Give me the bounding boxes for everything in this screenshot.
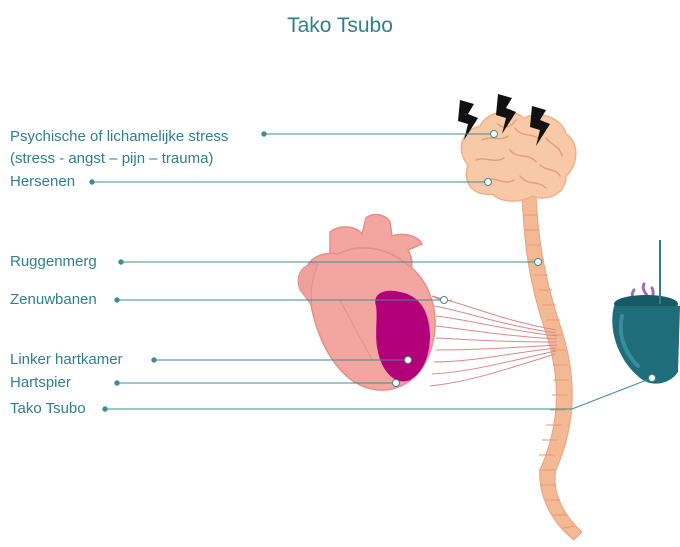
brain-illustration <box>461 112 575 201</box>
octopus-pot-illustration <box>612 240 680 384</box>
heart-illustration <box>298 215 435 391</box>
nerve-fibers <box>430 296 557 386</box>
spinal-cord-illustration <box>522 195 582 540</box>
